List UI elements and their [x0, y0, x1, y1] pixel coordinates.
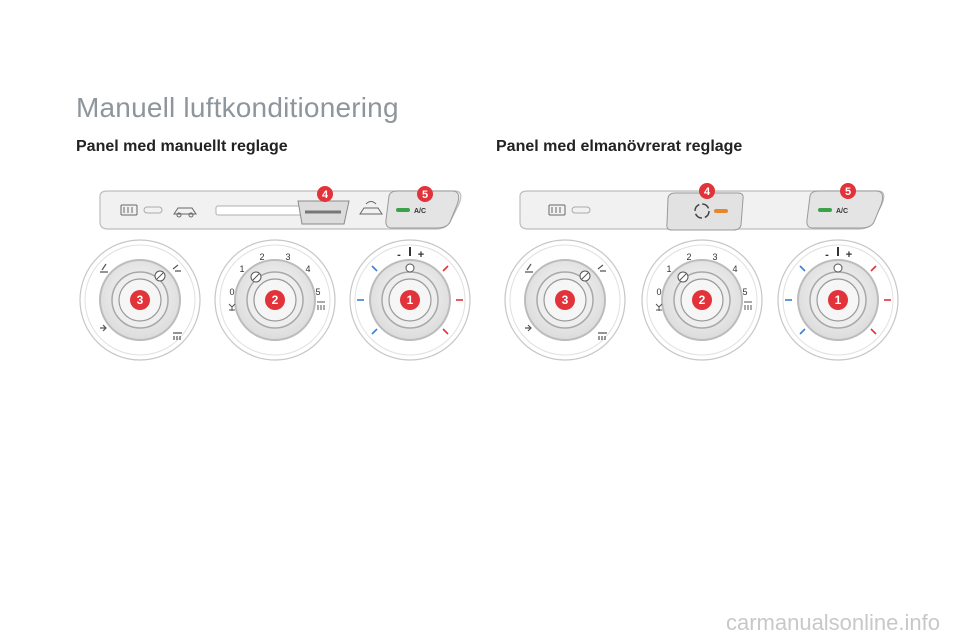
svg-text:3: 3 [285, 252, 290, 262]
ac-button[interactable] [385, 190, 460, 229]
svg-text:1: 1 [407, 293, 414, 307]
fan-speed-knob[interactable]: 2 0 1 2 3 4 5 [641, 239, 763, 361]
svg-text:5: 5 [742, 287, 747, 297]
svg-text:5: 5 [845, 186, 851, 198]
recirculation-icon [359, 201, 383, 215]
svg-text:3: 3 [562, 293, 569, 307]
svg-text:5: 5 [315, 287, 320, 297]
callout-4: 4 [699, 183, 715, 199]
svg-text:4: 4 [704, 186, 711, 198]
svg-text:1: 1 [835, 293, 842, 307]
watermark: carmanualsonline.info [725, 610, 940, 635]
indicator-slot [571, 206, 591, 214]
air-distribution-knob[interactable]: 3 [79, 239, 201, 361]
rear-defrost-icon [120, 204, 138, 216]
ac-led [818, 208, 832, 212]
svg-text:3: 3 [137, 293, 144, 307]
svg-text:3: 3 [712, 252, 717, 262]
recirculation-led [714, 209, 728, 213]
outside-air-icon [173, 207, 197, 218]
svg-text:2: 2 [686, 252, 691, 262]
recirculation-icon [694, 203, 710, 219]
temperature-knob[interactable]: 1 - + [349, 239, 471, 361]
temperature-knob[interactable]: 1 - + [777, 239, 899, 361]
svg-text:1: 1 [666, 264, 671, 274]
svg-text:+: + [846, 249, 852, 261]
svg-text:4: 4 [322, 189, 329, 201]
svg-text:-: - [397, 249, 401, 261]
fan-speed-knob[interactable]: 2 0 1 2 3 4 5 [214, 239, 336, 361]
indicator-slot [143, 206, 163, 214]
ac-label: A/C [414, 208, 426, 215]
svg-text:1: 1 [239, 264, 244, 274]
callout-4: 4 [317, 186, 333, 202]
air-distribution-knob[interactable]: 3 [504, 239, 626, 361]
manual-panel: A/C 4 5 3 [79, 186, 471, 361]
ac-button[interactable] [806, 190, 884, 229]
svg-text:2: 2 [272, 293, 279, 307]
svg-text:2: 2 [699, 293, 706, 307]
svg-text:-: - [825, 249, 829, 261]
svg-text:4: 4 [305, 264, 310, 274]
ac-label: A/C [836, 208, 848, 215]
panel-heading-manual: Panel med manuellt reglage [76, 138, 288, 155]
ac-led [396, 208, 410, 212]
panel-heading-electric: Panel med elmanövrerat reglage [496, 138, 743, 155]
electric-panel: A/C 4 5 3 [504, 183, 899, 361]
svg-text:0: 0 [229, 287, 234, 297]
svg-text:+: + [418, 249, 424, 261]
svg-text:4: 4 [732, 264, 737, 274]
recirculation-button[interactable] [666, 192, 744, 231]
svg-text:2: 2 [259, 252, 264, 262]
svg-text:0: 0 [656, 287, 661, 297]
callout-5: 5 [417, 186, 433, 202]
page-title: Manuell luftkonditionering [76, 92, 399, 123]
rear-defrost-icon [548, 204, 566, 216]
callout-5: 5 [840, 183, 856, 199]
svg-text:5: 5 [422, 189, 428, 201]
